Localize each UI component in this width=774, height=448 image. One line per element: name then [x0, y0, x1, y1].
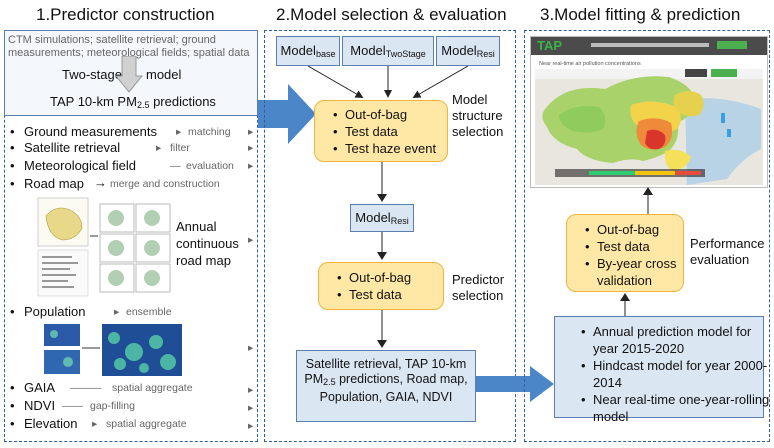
performance-item: Out-of-bag	[585, 221, 697, 238]
big-right-arrow-icon	[258, 84, 316, 144]
section-title-predictor: 1.Predictor construction	[36, 5, 215, 24]
map-heading: Near real-time air pollution concentrati…	[539, 61, 641, 67]
predictor-item: Out-of-bag	[337, 269, 411, 286]
down-arrow-gray-icon	[114, 56, 144, 93]
performance-evaluation-label: Performance evaluation	[690, 236, 765, 267]
structure-selection-label: Model structure selection	[452, 92, 504, 139]
two-stage-label: Two-stage	[62, 67, 122, 82]
up-arrow-icon	[620, 293, 630, 318]
down-arrow-icon	[377, 310, 387, 348]
predictor-item: Test data	[337, 286, 411, 303]
model-base-box	[276, 36, 340, 66]
item-population: • Population ▸ ensemble	[10, 304, 172, 319]
item-satellite-retrieval: • Satellite retrieval ▸ filter	[10, 140, 190, 155]
up-arrow-icon	[643, 187, 653, 214]
model-resi-box	[436, 36, 500, 66]
map-brand: TAP	[537, 38, 563, 53]
structure-item: Out-of-bag	[333, 106, 436, 123]
section-title-model-selection: 2.Model selection & evaluation	[276, 5, 507, 24]
output-item: Near real-time one-year-rolling model	[581, 391, 773, 425]
tap-source-text: CTM simulations; satellite retrieval; gr…	[8, 34, 250, 59]
performance-item: By-year cross validation	[585, 255, 697, 289]
map-nav	[591, 41, 751, 49]
output-item: Hindcast model for year 2000-2014	[581, 357, 773, 391]
down-arrow-icon	[377, 162, 387, 202]
item-ndvi: • NDVI —— gap-filling	[10, 398, 135, 413]
population-thumbnails	[44, 324, 182, 376]
tap-map-screenshot: TAP Near real-time air pollution concent…	[530, 36, 768, 188]
model-twostage-box	[342, 36, 434, 66]
down-arrow-icon	[377, 232, 387, 260]
performance-item: Test data	[585, 238, 697, 255]
final-predictors-text: Satellite retrieval, TAP 10-km PM2.5 pre…	[304, 357, 468, 404]
road-map-caption: Annual continuous road map	[176, 219, 239, 268]
tap-predictions-label: TAP 10-km PM2.5 predictions	[50, 94, 216, 110]
selected-model-box	[350, 204, 414, 232]
predictor-selection-label: Predictor selection	[452, 272, 505, 303]
model-resi-label: ModelResi	[441, 43, 495, 59]
item-ground-measurements: • Ground measurements ▸ matching	[10, 124, 231, 139]
structure-item: Test haze event	[333, 140, 436, 157]
structure-selection-box: Out-of-bag Test data Test haze event	[314, 100, 448, 162]
panel-model-selection	[264, 30, 516, 442]
item-gaia: • GAIA ——— spatial aggregate	[10, 380, 193, 395]
tap-source-box	[4, 30, 258, 116]
model-twostage-label: ModelTwoStage	[350, 43, 426, 59]
panel-model-fitting	[524, 30, 770, 442]
model-label: model	[146, 67, 182, 82]
item-elevation: • Elevation ▸ spatial aggregate	[10, 416, 187, 431]
selected-model-label: ModelResi	[355, 210, 409, 226]
model-merge-arrows	[307, 66, 469, 98]
china-pm25-map	[535, 69, 763, 185]
model-base-label: Modelbase	[280, 43, 336, 59]
road-map-thumbnails	[37, 197, 171, 297]
final-predictors-box	[296, 350, 476, 422]
performance-evaluation-box: Out-of-bag Test data By-year cross valid…	[566, 214, 684, 292]
output-item: Annual prediction model for year 2015-20…	[581, 323, 773, 357]
predictor-selection-box: Out-of-bag Test data	[318, 262, 444, 310]
item-road-map: • Road map → merge and construction	[10, 175, 220, 191]
output-models-box: Annual prediction model for year 2015-20…	[554, 316, 769, 424]
right-arrow-icon	[476, 366, 554, 402]
section-title-model-fitting: 3.Model fitting & prediction	[540, 5, 741, 24]
structure-item: Test data	[333, 123, 436, 140]
item-meteorological-field: • Meteorological field — evaluation	[10, 158, 234, 173]
